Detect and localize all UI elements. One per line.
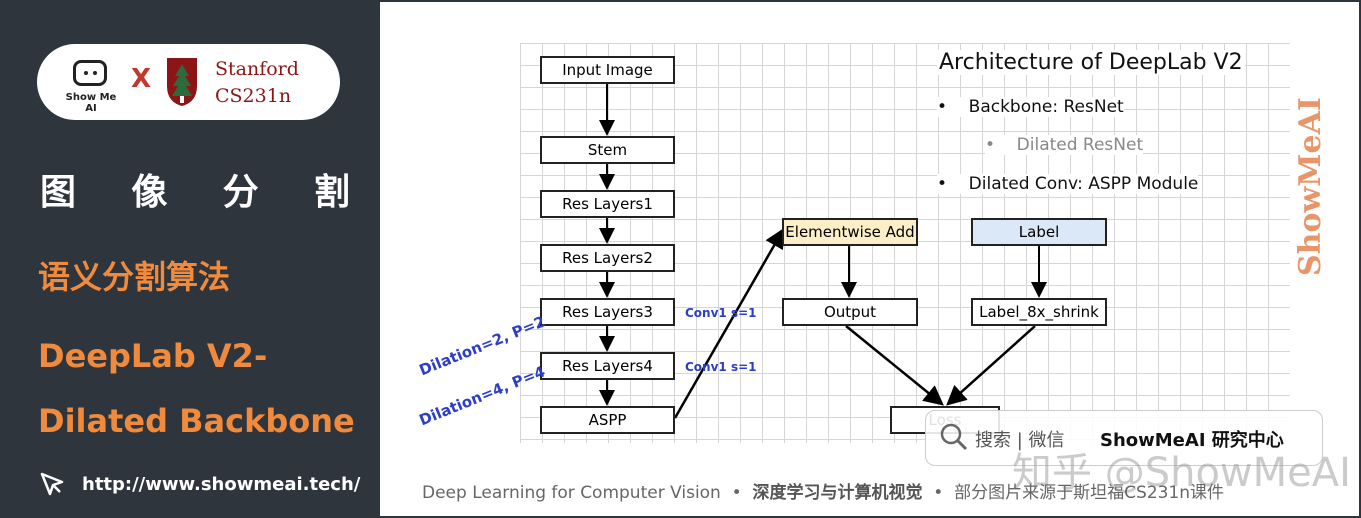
node-res-layers1: Res Layers1	[540, 190, 675, 218]
search-prefix: 搜索 | 微信	[975, 430, 1065, 451]
cursor-click-icon	[40, 472, 64, 496]
collab-x: X	[131, 64, 152, 94]
stanford-line1: Stanford	[215, 58, 299, 80]
node-input-image: Input Image	[540, 56, 675, 84]
footer-left: Deep Learning for Computer Vision	[422, 483, 721, 503]
bullet-backbone: • Backbone: ResNet	[937, 97, 1124, 117]
stanford-line2: CS231n	[215, 85, 292, 107]
bullet-backbone-text: Backbone: ResNet	[968, 97, 1124, 117]
arrow-shrink-loss	[946, 325, 1036, 406]
website-url[interactable]: http://www.showmeai.tech/	[82, 473, 361, 495]
bullet-aspp: • Dilated Conv: ASPP Module	[937, 174, 1199, 194]
title-char: 像	[131, 172, 168, 213]
showmeai-logo: Show Me AI	[59, 58, 123, 114]
category-heading: 语义分割算法	[38, 258, 231, 296]
stanford-text: Stanford CS231n	[215, 56, 299, 110]
bullet-dilated-resnet-text: Dilated ResNet	[1016, 135, 1144, 155]
sidebar-panel: Show Me AI X Stanford CS231n 图 像 分 割 语义分…	[0, 0, 378, 518]
subtitle-line1: DeepLab V2-	[38, 337, 268, 375]
node-res-layers4: Res Layers4	[540, 352, 675, 380]
website-link-row[interactable]: http://www.showmeai.tech/	[36, 468, 360, 500]
arrow-aspp-add	[673, 227, 785, 419]
architecture-title: Architecture of DeepLab V2	[937, 50, 1245, 75]
node-label-8x-shrink: Label_8x_shrink	[971, 298, 1107, 326]
watermark-text: ShowMeAI	[1296, 97, 1326, 276]
node-output: Output	[782, 298, 918, 326]
zhihu-watermark: 知乎 @ShowMeAI	[1012, 450, 1351, 496]
robot-icon	[73, 60, 107, 86]
bullet-dilated-resnet: • Dilated ResNet	[985, 135, 1144, 155]
node-elementwise-add: Elementwise Add	[782, 218, 918, 246]
footer-mid: 深度学习与计算机视觉	[752, 483, 923, 503]
title-char: 割	[313, 172, 350, 213]
showmeai-label: Show Me AI	[65, 92, 117, 114]
arrow-output-loss	[845, 325, 944, 406]
showmeai-vertical-watermark: ShowMeAI	[1296, 97, 1326, 276]
footer-right: 部分图片来源于斯坦福CS231n课件	[954, 483, 1225, 503]
search-icon	[940, 423, 968, 451]
annotation-conv-b: Conv1 s=1	[685, 360, 757, 374]
title-char: 分	[222, 172, 259, 213]
node-aspp: ASPP	[540, 406, 675, 434]
search-brand: ShowMeAI 研究中心	[1100, 430, 1284, 451]
title-char: 图	[40, 172, 77, 213]
node-stem: Stem	[540, 136, 675, 164]
brand-badge: Show Me AI X Stanford CS231n	[37, 44, 340, 120]
stanford-tree-icon	[167, 58, 197, 106]
node-res-layers3: Res Layers3	[540, 298, 675, 326]
annotation-conv-a: Conv1 s=1	[685, 306, 757, 320]
slide-footer: Deep Learning for Computer Vision • 深度学习…	[422, 483, 1225, 503]
subtitle-line2: Dilated Backbone	[38, 402, 355, 440]
page-title: 图 像 分 割	[40, 163, 350, 215]
bullet-aspp-text: Dilated Conv: ASPP Module	[968, 174, 1199, 194]
node-res-layers2: Res Layers2	[540, 244, 675, 272]
node-label: Label	[971, 218, 1107, 246]
search-watermark-box	[925, 410, 1323, 466]
